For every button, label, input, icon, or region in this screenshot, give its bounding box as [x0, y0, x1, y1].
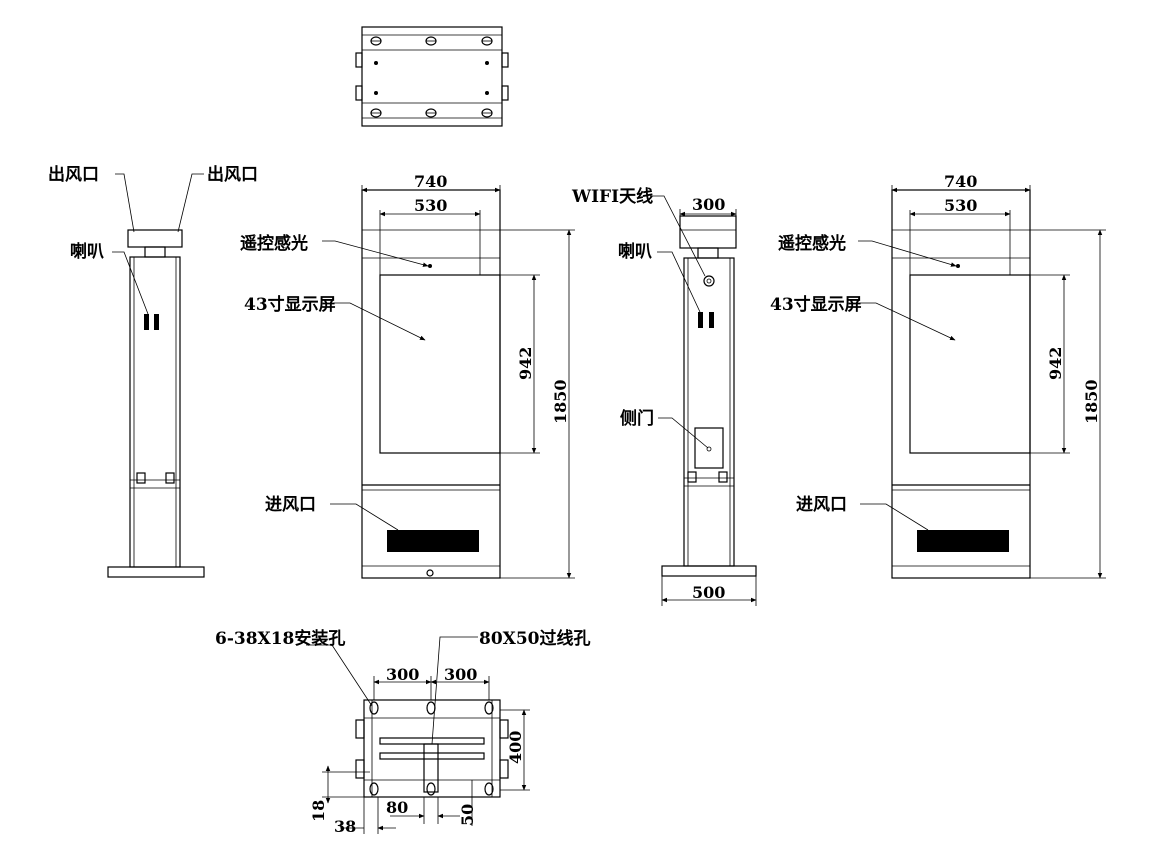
label-remote-sensor-back: 遥控感光: [778, 233, 846, 254]
dim-front-screen-height: 942: [516, 347, 535, 380]
label-display-front: 43寸显示屏: [244, 294, 336, 315]
label-wifi-antenna: WIFI天线: [571, 186, 653, 207]
dim-back-inner-width: 530: [944, 196, 977, 215]
dim-side-top-width: 300: [692, 195, 725, 214]
label-speaker-right: 喇叭: [618, 241, 652, 262]
back-view: [891, 185, 1106, 579]
dim-side-base-width: 500: [692, 583, 725, 602]
label-speaker-left: 喇叭: [70, 241, 104, 262]
top-view: [355, 26, 509, 127]
mount-hole-set: [369, 701, 494, 796]
dim-base-depth: 400: [506, 731, 525, 764]
dim-base-spacing-right: 300: [444, 665, 477, 684]
label-intake-front: 进风口: [265, 495, 316, 515]
top-view-screws: [370, 36, 493, 118]
dim-back-screen-height: 942: [1046, 347, 1065, 380]
label-outlet-right: 出风口: [207, 164, 258, 185]
dim-cable-h: 50: [458, 804, 477, 826]
label-cable-hole: 80X50过线孔: [479, 628, 591, 649]
label-mount-holes: 6-38X18安装孔: [215, 628, 345, 649]
dim-back-total-height: 1850: [1082, 379, 1101, 424]
dim-cable-w: 80: [386, 798, 408, 817]
label-intake-back: 进风口: [796, 495, 847, 515]
dim-front-width: 740: [414, 172, 447, 191]
label-remote-sensor-front: 遥控感光: [240, 233, 308, 254]
left-side-view: [107, 229, 205, 578]
right-speaker-grille: [698, 312, 714, 328]
dim-hole-w: 38: [334, 817, 356, 836]
right-side-view: [661, 209, 757, 606]
dim-front-total-height: 1850: [551, 379, 570, 424]
dim-hole-h: 18: [309, 800, 328, 822]
left-speaker-grille: [144, 314, 159, 330]
dim-front-inner-width: 530: [414, 196, 447, 215]
base-plan-view: [322, 676, 530, 834]
front-view: [361, 185, 575, 579]
label-outlet-left: 出风口: [48, 164, 99, 185]
label-display-back: 43寸显示屏: [770, 294, 862, 315]
dim-base-spacing-left: 300: [386, 665, 419, 684]
label-side-door: 侧门: [620, 408, 654, 429]
dim-back-width: 740: [944, 172, 977, 191]
